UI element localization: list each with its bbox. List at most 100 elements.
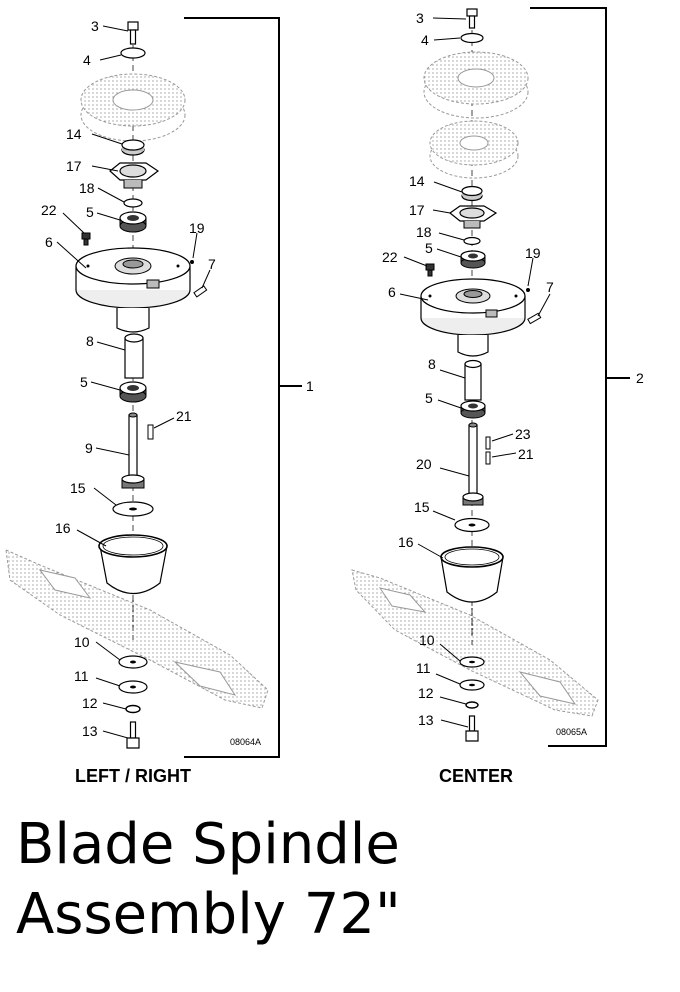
washer-10 <box>118 655 148 669</box>
bearing-14-center <box>461 185 483 202</box>
page-title-line-2: Assembly 72" <box>16 882 401 947</box>
roll-pin-7 <box>193 285 208 298</box>
assembly-bracket-1 <box>184 17 280 758</box>
washer-11 <box>118 680 148 694</box>
page-title-line-1: Blade Spindle <box>16 812 400 877</box>
callout-16-center: 16 <box>398 534 414 550</box>
capscrew-3 <box>127 21 139 45</box>
callout-18-center: 18 <box>416 224 432 240</box>
grease-fitting-22-center <box>425 263 435 277</box>
callout-16: 16 <box>55 520 71 536</box>
callout-3-center: 3 <box>416 10 424 26</box>
seal-18-center <box>463 236 481 246</box>
bearing-14 <box>121 139 145 156</box>
callout-21: 21 <box>176 408 192 424</box>
callout-8-center: 8 <box>428 356 436 372</box>
callout-14-center: 14 <box>409 173 425 189</box>
bearing-housing-17 <box>109 162 160 189</box>
bearing-5-lower-center <box>460 400 486 419</box>
callout-4: 4 <box>83 52 91 68</box>
spacer-8-center <box>464 359 482 401</box>
callout-11-center: 11 <box>416 660 431 676</box>
callout-18: 18 <box>79 180 95 196</box>
callout-12: 12 <box>82 695 98 711</box>
callout-10: 10 <box>74 634 90 650</box>
left-callout-leaders <box>56 25 211 739</box>
callout-17-center: 17 <box>409 202 425 218</box>
panel-label-center: CENTER <box>439 766 513 786</box>
blade-phantom-center <box>351 569 599 717</box>
callout-4-center: 4 <box>421 32 429 48</box>
washer-15-center <box>454 517 490 533</box>
bearing-5-lower <box>119 381 147 403</box>
pulleys-phantom <box>423 51 529 179</box>
callout-5-upper: 5 <box>86 204 94 220</box>
grease-fitting-22 <box>81 232 91 246</box>
callout-17: 17 <box>66 158 82 174</box>
key-21-center <box>485 451 491 465</box>
callout-22: 22 <box>41 202 57 218</box>
callout-23: 23 <box>515 426 531 442</box>
callout-21-center: 21 <box>518 446 534 462</box>
assembly-callout-2: 2 <box>636 370 644 386</box>
blade-guard-16 <box>98 534 168 627</box>
bearing-housing-17-center <box>448 205 498 229</box>
callout-13-center: 13 <box>418 712 434 728</box>
callout-9: 9 <box>85 440 93 456</box>
blade-phantom <box>5 549 269 709</box>
capscrew-13-center <box>465 715 479 742</box>
drawing-number-center: 08065A <box>556 727 587 737</box>
bearing-5-upper-center <box>460 250 486 269</box>
callout-5-lower: 5 <box>80 374 88 390</box>
assembly-callout-1: 1 <box>306 378 314 394</box>
left-callouts: 3 4 14 17 18 22 5 6 19 7 8 5 21 9 15 16 … <box>41 18 216 739</box>
key-21 <box>147 424 154 440</box>
capscrew-13 <box>126 721 140 749</box>
lockwasher-12-center <box>465 701 479 709</box>
spindle-shaft-20 <box>462 422 484 506</box>
callout-7-center: 7 <box>546 279 554 295</box>
washer-15 <box>112 501 154 517</box>
roll-pin-7-center <box>527 312 542 325</box>
center-panel: 2 <box>351 7 644 786</box>
callout-15-center: 15 <box>414 499 430 515</box>
callout-6-center: 6 <box>388 284 396 300</box>
lockwasher-12 <box>125 704 141 714</box>
spindle-housing-6-center <box>420 278 526 357</box>
callout-11: 11 <box>74 668 89 684</box>
callout-5-upper-center: 5 <box>425 240 433 256</box>
spindle-housing-6 <box>75 247 191 333</box>
callout-10-center: 10 <box>419 632 435 648</box>
callout-20: 20 <box>416 456 432 472</box>
pulley-phantom <box>80 73 186 142</box>
center-callout-leaders <box>399 17 551 728</box>
center-callouts: 3 4 14 17 18 5 22 19 6 7 8 5 23 21 20 15… <box>382 10 554 728</box>
callout-22-center: 22 <box>382 249 398 265</box>
panel-label-left-right: LEFT / RIGHT <box>75 766 191 786</box>
callout-14: 14 <box>66 126 82 142</box>
washer-4-center <box>460 32 484 44</box>
washer-11-center <box>459 679 485 691</box>
assembly-bracket-2 <box>530 7 607 747</box>
blade-guard-16-center <box>440 546 504 635</box>
callout-5-lower-center: 5 <box>425 390 433 406</box>
seal-18 <box>123 198 143 208</box>
callout-8: 8 <box>86 333 94 349</box>
spacer-8 <box>124 333 144 379</box>
key-23 <box>485 436 491 450</box>
bearing-5-upper <box>119 211 147 233</box>
washer-4 <box>120 47 146 59</box>
callout-6: 6 <box>45 234 53 250</box>
spindle-shaft-9 <box>121 412 145 489</box>
callout-19: 19 <box>189 220 205 236</box>
callout-7: 7 <box>208 256 216 272</box>
callout-3: 3 <box>91 18 99 34</box>
callout-15: 15 <box>70 480 86 496</box>
capscrew-3-center <box>466 8 478 29</box>
callout-19-center: 19 <box>525 245 541 261</box>
washer-10-center <box>459 656 485 668</box>
callout-13: 13 <box>82 723 98 739</box>
callout-12-center: 12 <box>418 685 434 701</box>
drawing-number-left: 08064A <box>230 737 261 747</box>
